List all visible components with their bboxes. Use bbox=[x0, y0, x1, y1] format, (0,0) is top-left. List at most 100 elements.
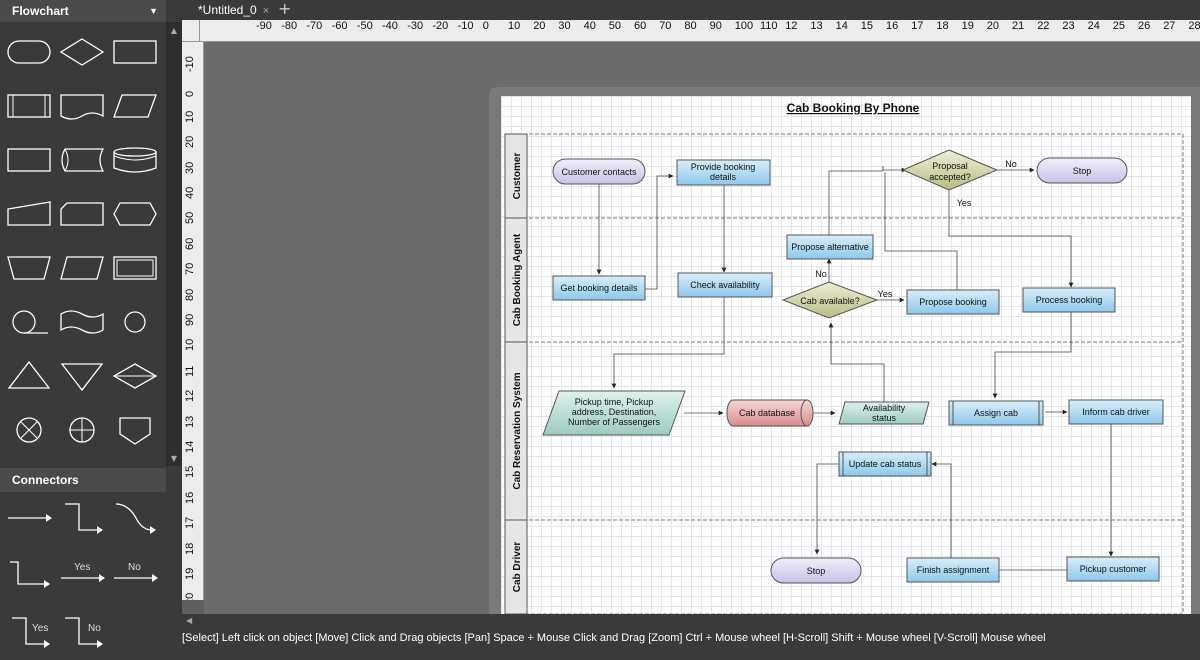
hruler-tick: -30 bbox=[407, 20, 424, 32]
propose-alternative-node[interactable] bbox=[786, 234, 874, 260]
stop-bottom-node[interactable] bbox=[770, 557, 862, 584]
card-icon[interactable] bbox=[57, 194, 107, 234]
hruler-tick: 50 bbox=[608, 20, 622, 32]
connectors-panel-header[interactable]: Connectors bbox=[0, 468, 166, 492]
yes-orthogonal-connector-icon[interactable] bbox=[4, 612, 54, 652]
vruler-tick: 15 bbox=[184, 466, 196, 479]
hruler-tick: 70 bbox=[659, 20, 672, 32]
lane-cab-booking-agent[interactable]: Cab Booking Agent bbox=[512, 233, 523, 326]
update-cab-status-node[interactable] bbox=[838, 451, 932, 477]
tab-label: *Untitled_0 bbox=[198, 3, 257, 17]
hruler-tick: -60 bbox=[331, 20, 348, 32]
vruler-tick: 13 bbox=[184, 415, 196, 428]
flowchart-diagram[interactable]: Cab Booking By Phone Customer Cab Bookin… bbox=[501, 96, 1191, 614]
close-icon[interactable]: × bbox=[262, 5, 270, 17]
scroll-down-icon[interactable]: ▼ bbox=[170, 454, 178, 463]
orthogonal-down-connector-icon[interactable] bbox=[4, 554, 54, 594]
connector-check-to-pickup[interactable] bbox=[611, 297, 725, 389]
rectangle-icon[interactable] bbox=[4, 140, 54, 180]
manual-input-icon[interactable] bbox=[4, 194, 54, 234]
drawing-canvas[interactable]: Cab Booking By Phone Customer Cab Bookin… bbox=[204, 42, 1200, 614]
scroll-left-icon[interactable]: ◀ bbox=[186, 616, 193, 625]
hruler-tick: 13 bbox=[810, 20, 823, 32]
connector-icon[interactable] bbox=[110, 302, 160, 342]
horizontal-scrollbar[interactable]: ◀ bbox=[182, 614, 1200, 628]
diagram-title[interactable]: Cab Booking By Phone bbox=[787, 101, 920, 115]
hruler-tick: 80 bbox=[684, 20, 697, 32]
hexagon-icon[interactable] bbox=[110, 194, 160, 234]
assign-cab-node[interactable] bbox=[948, 400, 1044, 426]
process-booking-label: Process booking bbox=[1036, 295, 1103, 305]
or-icon[interactable] bbox=[57, 410, 107, 450]
lane-cab-driver[interactable]: Cab Driver bbox=[512, 542, 523, 593]
manual-operation-icon[interactable] bbox=[4, 248, 54, 288]
predefined-process-icon[interactable] bbox=[4, 86, 54, 126]
terminator-icon[interactable] bbox=[4, 32, 54, 72]
vruler-tick: 0 bbox=[184, 91, 196, 98]
pickup-customer-node[interactable] bbox=[1066, 556, 1160, 582]
document-icon[interactable] bbox=[57, 86, 107, 126]
hruler-tick: 22 bbox=[1037, 20, 1050, 32]
lane-customer[interactable]: Customer bbox=[512, 153, 523, 200]
orthogonal-connector-icon[interactable] bbox=[57, 498, 107, 538]
lane-cab-reservation-system[interactable]: Cab Reservation System bbox=[512, 372, 523, 489]
connector-get-to-provide[interactable] bbox=[645, 173, 674, 290]
connectors-panel-title: Connectors bbox=[12, 473, 79, 487]
flowchart-panel-header[interactable]: Flowchart ▼ bbox=[0, 0, 166, 22]
straight-connector-icon[interactable] bbox=[4, 498, 54, 538]
customer-contacts-node[interactable] bbox=[552, 158, 646, 185]
decision-icon[interactable] bbox=[57, 32, 107, 72]
no-orthogonal-connector-icon[interactable] bbox=[57, 612, 107, 652]
curved-connector-icon[interactable] bbox=[110, 498, 160, 538]
inform-cab-driver-node[interactable] bbox=[1068, 399, 1164, 425]
stop-top-node[interactable] bbox=[1036, 157, 1128, 184]
process-booking-node[interactable] bbox=[1022, 287, 1116, 313]
merge-icon[interactable] bbox=[57, 356, 107, 396]
punched-tape-icon[interactable] bbox=[57, 302, 107, 342]
tab-untitled[interactable]: *Untitled_0 × bbox=[198, 0, 269, 20]
internal-storage-icon[interactable] bbox=[110, 248, 160, 288]
cab-available-decision[interactable] bbox=[781, 281, 879, 319]
connector-propose-to-proposal[interactable] bbox=[884, 172, 958, 290]
connector-status-to-decision[interactable] bbox=[828, 322, 885, 402]
sequential-data-icon[interactable] bbox=[4, 302, 54, 342]
hruler-tick: 17 bbox=[911, 20, 924, 32]
finish-assignment-node[interactable] bbox=[906, 557, 1000, 583]
no-connector-icon[interactable] bbox=[110, 554, 160, 594]
proposal-accepted-decision[interactable] bbox=[901, 149, 999, 191]
availability-status-node[interactable] bbox=[838, 401, 930, 425]
vruler-tick: 17 bbox=[184, 516, 196, 530]
process-icon[interactable] bbox=[110, 32, 160, 72]
pickup-details-data-node[interactable] bbox=[542, 390, 686, 436]
cab-available-yes-label: Yes bbox=[878, 289, 893, 299]
connector-process-to-assign[interactable] bbox=[992, 312, 1072, 399]
add-tab-icon[interactable]: + bbox=[278, 0, 292, 18]
cab-available-no-label: No bbox=[815, 269, 827, 279]
diagram-page[interactable]: Cab Booking By Phone Customer Cab Bookin… bbox=[501, 96, 1191, 614]
availability-status-label-1: Availability bbox=[863, 403, 906, 413]
chevron-down-icon[interactable]: ▼ bbox=[149, 6, 158, 16]
connector-proposal-to-process[interactable] bbox=[948, 182, 1074, 288]
no-connector-label: No bbox=[128, 562, 141, 573]
yes-connector-icon[interactable] bbox=[57, 554, 107, 594]
connector-alt-to-proposal[interactable] bbox=[828, 166, 884, 236]
stored-data-icon[interactable] bbox=[57, 140, 107, 180]
provide-booking-details-node[interactable] bbox=[676, 159, 771, 186]
check-availability-node[interactable] bbox=[677, 272, 773, 298]
direct-data-icon[interactable] bbox=[110, 140, 160, 180]
scroll-up-icon[interactable]: ▲ bbox=[170, 26, 178, 35]
preparation-icon[interactable] bbox=[57, 248, 107, 288]
connector-update-to-stop[interactable] bbox=[814, 463, 841, 555]
propose-booking-node[interactable] bbox=[906, 289, 1000, 315]
extract-icon[interactable] bbox=[4, 356, 54, 396]
summing-junction-icon[interactable] bbox=[4, 410, 54, 450]
off-page-reference-icon[interactable] bbox=[110, 410, 160, 450]
sort-icon[interactable] bbox=[110, 356, 160, 396]
get-booking-details-node[interactable] bbox=[552, 275, 646, 301]
connector-finish-to-update[interactable] bbox=[931, 461, 952, 558]
palette-scrollbar[interactable]: ▲ ▼ bbox=[166, 22, 182, 466]
data-icon[interactable] bbox=[110, 86, 160, 126]
document-tabstrip: *Untitled_0 × + bbox=[182, 0, 1200, 20]
